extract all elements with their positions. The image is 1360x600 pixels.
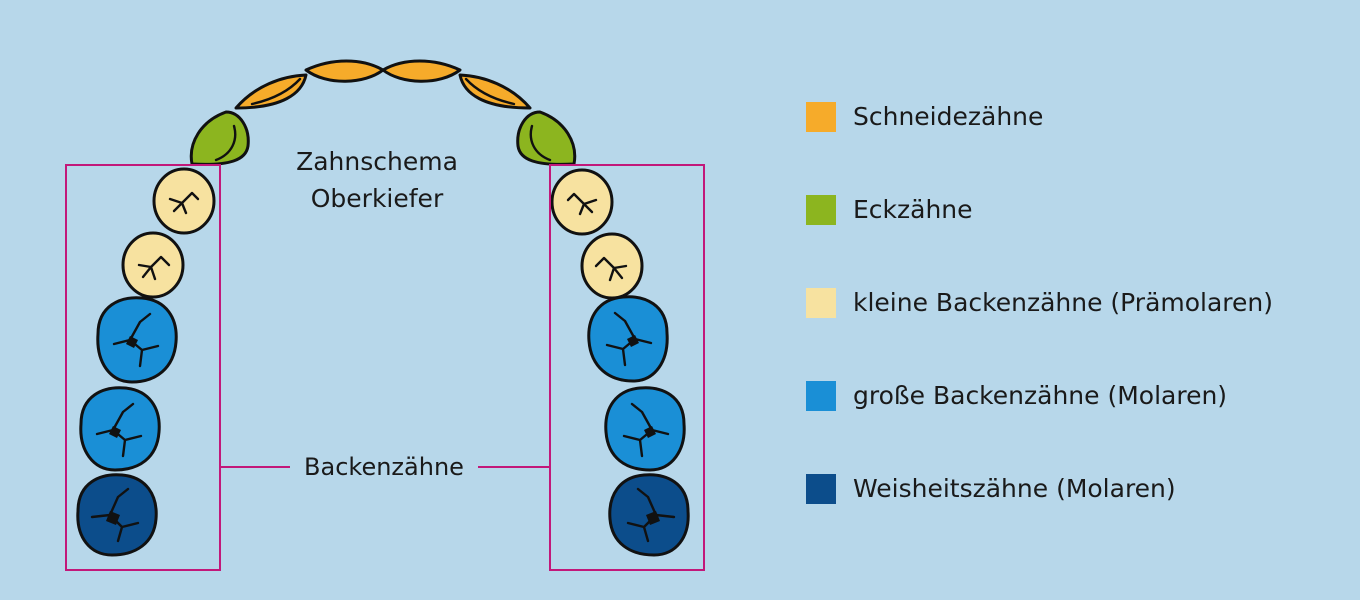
wisdom-teeth	[76, 473, 690, 557]
legend-label: kleine Backenzähne (Prämolaren)	[853, 288, 1274, 317]
fissure	[168, 191, 200, 215]
canines	[189, 110, 577, 166]
pit	[646, 511, 660, 525]
dental-chart-diagram: Zahnschema Oberkiefer Backenzähne	[65, 59, 705, 571]
legend-label: Schneidezähne	[853, 102, 1044, 131]
molar-region-label: Backenzähne	[304, 453, 464, 481]
legend-item-canines: Eckzähne	[806, 163, 1273, 256]
legend-swatch	[806, 101, 836, 132]
incisor-tooth-right-central	[381, 59, 462, 83]
legend: Schneidezähne Eckzähne kleine Backenzähn…	[806, 70, 1273, 535]
molar-region-bracket-right	[549, 164, 705, 571]
molar-tooth-right-2	[604, 386, 686, 472]
canine-groove-right	[529, 124, 552, 162]
pit	[106, 511, 120, 525]
legend-label: Eckzähne	[853, 195, 973, 224]
incisor-ridge-right	[464, 77, 516, 106]
incisor-tooth-left-central	[304, 59, 385, 83]
pit	[109, 426, 121, 438]
legend-item-premolars: kleine Backenzähne (Prämolaren)	[806, 256, 1273, 349]
canine-groove-left	[214, 124, 237, 162]
premolars	[121, 167, 644, 300]
molar-region-bracket-left	[65, 164, 221, 571]
incisor-tooth-right-lateral	[458, 73, 532, 110]
pit	[627, 335, 639, 347]
fissure	[137, 255, 171, 281]
fissure	[566, 192, 598, 216]
incisor-ridge-left	[250, 77, 302, 106]
legend-swatch	[806, 287, 836, 318]
legend-swatch	[806, 380, 836, 411]
diagram-title-line-2: Oberkiefer	[311, 184, 444, 213]
pit	[126, 336, 138, 348]
legend-label: große Backenzähne (Molaren)	[853, 381, 1228, 410]
incisors	[234, 59, 532, 110]
molar-tooth-left-2	[79, 386, 161, 472]
legend-swatch	[806, 194, 836, 225]
legend-item-molars: große Backenzähne (Molaren)	[806, 349, 1273, 442]
fissure	[594, 256, 628, 282]
legend-item-incisors: Schneidezähne	[806, 70, 1273, 163]
incisor-tooth-left-lateral	[234, 73, 308, 110]
canine-tooth-right	[516, 110, 577, 166]
molars	[79, 295, 686, 472]
legend-swatch	[806, 473, 836, 504]
canine-tooth-left	[189, 110, 250, 166]
legend-label: Weisheitszähne (Molaren)	[853, 474, 1176, 503]
pit	[644, 426, 656, 438]
legend-item-wisdom-teeth: Weisheitszähne (Molaren)	[806, 442, 1273, 535]
diagram-title-line-1: Zahnschema	[296, 147, 458, 176]
